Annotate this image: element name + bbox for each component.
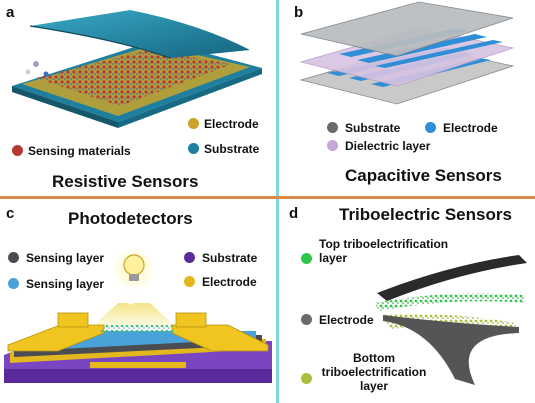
panel-capacitive-sensors: b Substrate Electrode Dielectric layer C…	[279, 0, 535, 196]
sensing-material	[100, 325, 176, 333]
legend-dielectric-layer: Dielectric layer	[345, 139, 431, 153]
legend-sensing-layer-2: Sensing layer	[26, 277, 105, 291]
top-substrate	[300, 1, 514, 57]
light-beam	[92, 303, 176, 327]
dielectric-legend-dot	[327, 140, 338, 151]
legend-top-tribo-layer: Top triboelectrification layer	[319, 237, 449, 265]
bottom-electrode	[383, 315, 519, 385]
photodetector-illustration	[4, 247, 272, 383]
panel-letter-b: b	[294, 4, 304, 21]
legend-electrode: Electrode	[443, 121, 498, 135]
electrode-pad-right	[175, 312, 207, 328]
sensing-material-layer	[36, 50, 232, 106]
substrate-legend-dot	[184, 252, 195, 263]
substrate-legend-dot	[188, 143, 199, 154]
legend-electrode: Electrode	[204, 117, 259, 131]
channel-strip	[90, 362, 186, 368]
light-label: Light	[118, 293, 145, 305]
panel-title-photodetectors: Photodetectors	[68, 209, 193, 228]
top-substrate-flap	[30, 10, 250, 58]
electrode-legend-dot	[301, 314, 312, 325]
substrate-legend-dot	[327, 122, 338, 133]
panel-letter-d: d	[289, 205, 299, 222]
electrode-legend-dot	[184, 276, 195, 287]
molecule-icon	[25, 69, 31, 75]
bottom-tribo-legend-dot	[301, 373, 312, 384]
legend-bottom-tribo-layer: Bottom triboelectrification layer	[321, 351, 427, 393]
sensing-layer-2-legend-dot	[8, 278, 19, 289]
light-bulb-icon	[123, 254, 145, 276]
vertical-divider	[276, 0, 279, 403]
molecule-icon	[43, 71, 49, 77]
legend-sensing-layer-1: Sensing layer	[26, 251, 105, 265]
top-tribo-layer	[375, 293, 525, 311]
top-tribo-legend-dot	[301, 253, 312, 264]
legend-substrate: Substrate	[204, 142, 260, 156]
triboelectric-sensor-illustration	[375, 255, 527, 385]
panel-letter-c: c	[6, 205, 15, 222]
panel-resistive-sensors: a Electrode Sensing materials	[0, 0, 276, 196]
legend-substrate: Substrate	[345, 121, 401, 135]
panel-title-resistive: Resistive Sensors	[52, 172, 199, 191]
legend-electrode: Electrode	[202, 275, 257, 289]
panel-photodetectors: c Photodetectors Sensing layer Sensing l…	[0, 199, 276, 403]
panel-letter-a: a	[6, 4, 15, 21]
capacitive-sensor-illustration	[299, 1, 515, 105]
substrate-edge	[12, 86, 118, 128]
horizontal-divider	[0, 196, 535, 199]
electrode-legend-dot	[188, 118, 199, 129]
panel-title-triboelectric: Triboelectric Sensors	[339, 205, 512, 224]
panel-triboelectric-sensors: d Triboelectric Sensors Top triboelectri…	[279, 199, 535, 403]
legend-sensing-materials: Sensing materials	[28, 144, 131, 158]
electrode-legend-dot	[425, 122, 436, 133]
flap-edge	[29, 25, 171, 59]
substrate-edge-right	[118, 68, 262, 128]
sensing-layer-legend-dot	[8, 252, 19, 263]
resistive-sensor-illustration	[12, 10, 262, 128]
sensing-legend-dot	[12, 145, 23, 156]
legend-electrode: Electrode	[319, 313, 374, 327]
molecule-icon	[33, 61, 39, 67]
bulb-base	[129, 274, 139, 281]
panel-title-capacitive: Capacitive Sensors	[345, 166, 502, 185]
top-electrode	[377, 255, 527, 301]
electrode-pad-left	[57, 312, 89, 328]
substrate-layer	[4, 369, 272, 383]
legend-substrate: Substrate	[202, 251, 258, 265]
